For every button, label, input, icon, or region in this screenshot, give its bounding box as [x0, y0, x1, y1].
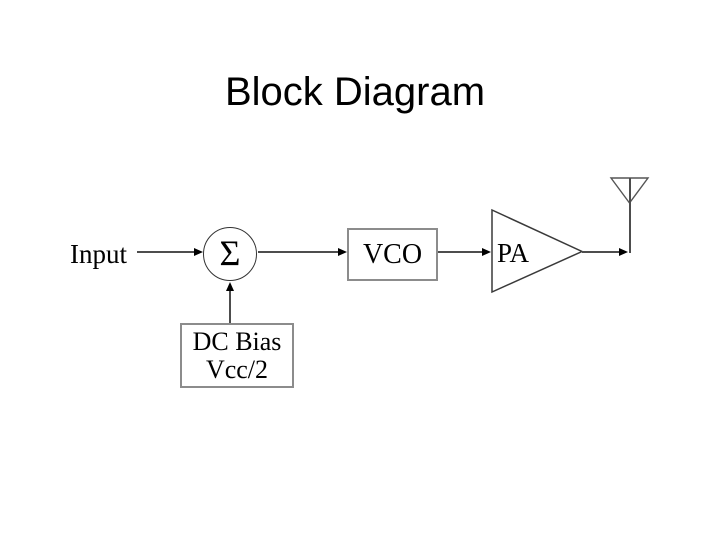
- arrowhead-right-icon: [619, 248, 628, 256]
- vco-block: VCO: [347, 228, 438, 281]
- dc-bias-to-summer-line: [229, 291, 231, 323]
- pa-label: PA: [497, 238, 530, 268]
- vco-to-pa-line: [438, 251, 482, 253]
- arrowhead-right-icon: [482, 248, 491, 256]
- pa-to-antenna-line: [582, 251, 619, 253]
- antenna-feed-line: [628, 178, 631, 253]
- input-to-summer-line: [137, 251, 194, 253]
- dc-bias-block: DC Bias Vcc/2: [180, 323, 294, 388]
- sigma-symbol: Σ: [219, 232, 241, 273]
- summing-junction-icon: Σ: [203, 227, 257, 281]
- summer-to-vco-line: [258, 251, 338, 253]
- arrowhead-right-icon: [338, 248, 347, 256]
- dc-bias-label-line1: DC Bias: [192, 326, 282, 356]
- vco-label: VCO: [362, 238, 423, 270]
- slide-title: Block Diagram: [224, 70, 486, 114]
- dc-bias-label-line2: Vcc/2: [205, 354, 269, 384]
- input-label: Input: [70, 239, 127, 269]
- arrowhead-up-icon: [225, 282, 234, 291]
- arrowhead-right-icon: [194, 248, 203, 256]
